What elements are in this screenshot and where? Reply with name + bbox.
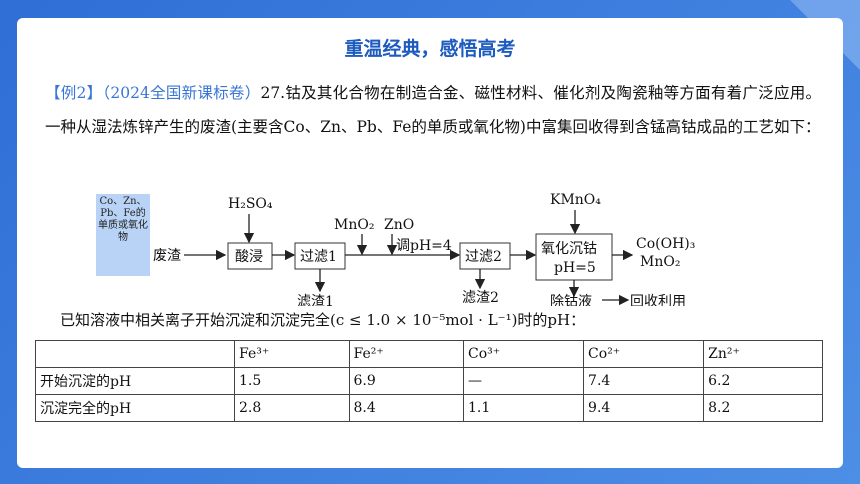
- table-header-cell: Fe³⁺: [234, 340, 350, 368]
- step-oxidation-ph: pH=5: [554, 260, 596, 276]
- step-oxidation-label: 氧化沉钴: [541, 241, 597, 257]
- product-mno2: MnO₂: [640, 254, 680, 270]
- step-filter1-label: 过滤1: [300, 249, 337, 265]
- table-cell: 9.4: [583, 394, 705, 422]
- table-header-cell: [35, 340, 235, 368]
- table-cell: 8.2: [703, 394, 823, 422]
- residue2-label: 滤渣2: [462, 290, 499, 306]
- table-cell: —: [462, 367, 585, 395]
- feed-box: [96, 194, 150, 276]
- table-row: 开始沉淀的pH 1.5 6.9 — 7.4 6.2: [35, 367, 823, 395]
- step-filter2: [459, 242, 511, 270]
- kmno4-label: KMnO₄: [550, 192, 601, 208]
- step-leaching: [227, 242, 273, 270]
- table-cell: 2.8: [234, 394, 350, 422]
- residue1-label: 滤渣1: [297, 294, 334, 306]
- h2so4-label: H₂SO₄: [228, 196, 273, 212]
- waste-liquid-label: 除钴液: [550, 294, 592, 306]
- table-header-row: Fe³⁺ Fe²⁺ Co³⁺ Co²⁺ Zn²⁺: [35, 340, 823, 368]
- feed-label: 废渣: [153, 248, 181, 264]
- step-filter2-label: 过滤2: [465, 249, 502, 265]
- table-header-cell: Co²⁺: [583, 340, 705, 368]
- step-leaching-label: 酸浸: [235, 249, 263, 265]
- content-panel: 重温经典，感悟高考 【例2】（2024全国新课标卷）27.钴及其化合物在制造合金…: [17, 18, 843, 468]
- product-cooh3: Co(OH)₃: [636, 236, 695, 252]
- table-header-cell: Fe²⁺: [348, 340, 464, 368]
- intro-text: 27.钴及其化合物在制造合金、磁性材料、催化剂及陶瓷釉等方面有着广泛应用。一种从…: [45, 84, 821, 136]
- table-cell: 开始沉淀的pH: [35, 367, 235, 395]
- recycle-label: 回收利用: [630, 294, 686, 306]
- ph-table: Fe³⁺ Fe²⁺ Co³⁺ Co²⁺ Zn²⁺ 开始沉淀的pH 1.5 6.9…: [35, 340, 823, 422]
- table-cell: 7.4: [583, 367, 705, 395]
- table-cell: 沉淀完全的pH: [35, 394, 235, 422]
- question-text: 【例2】（2024全国新课标卷）27.钴及其化合物在制造合金、磁性材料、催化剂及…: [45, 76, 821, 144]
- table-cell: 1.5: [234, 367, 350, 395]
- adjust-ph-label: 调pH=4: [396, 238, 452, 254]
- mno2-label: MnO₂: [334, 217, 374, 233]
- table-cell: 8.4: [348, 394, 464, 422]
- source-label: （2024全国新课标卷）: [102, 84, 261, 102]
- example-tag: 【例2】: [45, 84, 103, 102]
- step-filter1: [294, 242, 346, 270]
- table-row: 沉淀完全的pH 2.8 8.4 1.1 9.4 8.2: [35, 394, 823, 422]
- table-cell: 1.1: [462, 394, 585, 422]
- feed-box-text: Co、Zn、Pb、Fe的单质或氧化物: [98, 196, 148, 243]
- ph-note: 已知溶液中相关离子开始沉淀和沉淀完全(c ≤ 1.0 × 10⁻⁵mol · L…: [60, 311, 586, 329]
- table-header-cell: Co³⁺: [462, 340, 585, 368]
- step-oxidation: [535, 233, 613, 281]
- table-cell: 6.2: [703, 367, 823, 395]
- slide-title: 重温经典，感悟高考: [344, 38, 516, 60]
- zno-label: ZnO: [384, 217, 414, 233]
- table-cell: 6.9: [348, 367, 464, 395]
- table-header-cell: Zn²⁺: [703, 340, 823, 368]
- process-flow-diagram: Co、Zn、Pb、Fe的单质或氧化物 废渣 H₂SO₄ 酸浸 过滤1 滤渣1 M…: [96, 192, 695, 306]
